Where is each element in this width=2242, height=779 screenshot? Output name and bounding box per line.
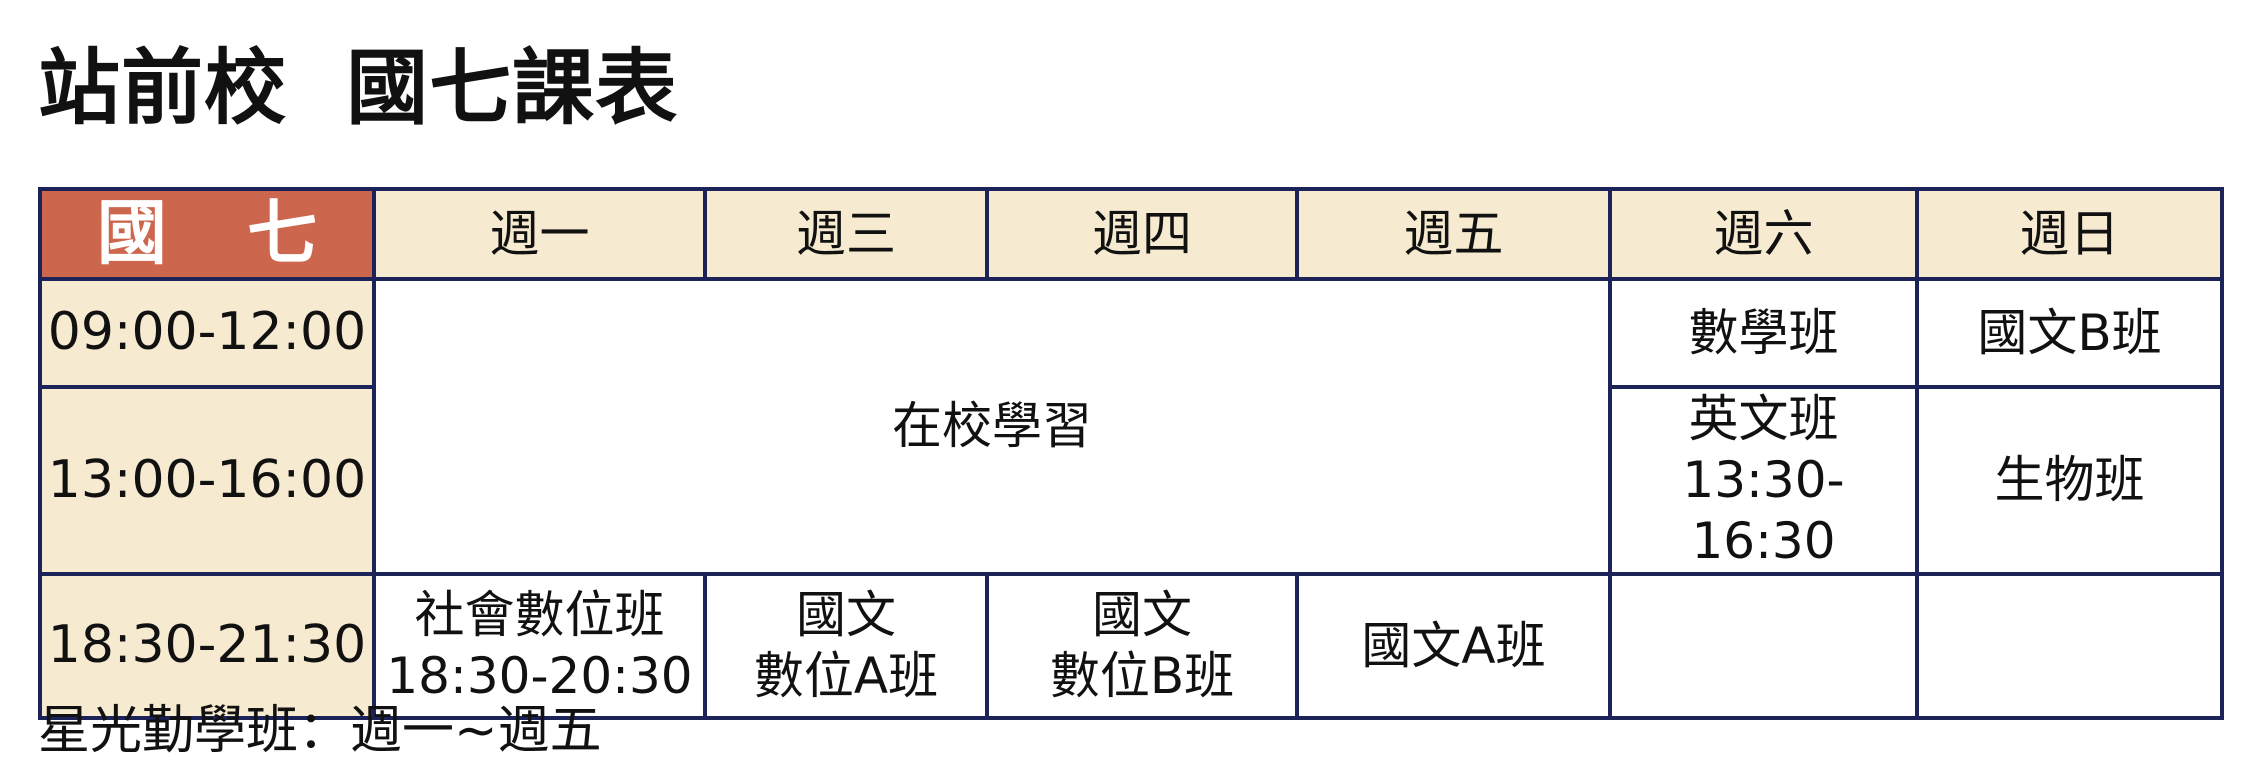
- day-header-thursday: 週四: [985, 187, 1299, 281]
- saturday-afternoon-class: 英文班 13:30-16:30: [1608, 385, 1919, 576]
- grade-label: 國 七: [38, 187, 376, 281]
- time-slot-morning: 09:00-12:00: [38, 277, 376, 389]
- header-row: 國 七 週一 週三 週四 週五 週六 週日: [38, 187, 2224, 281]
- evening-row: 18:30-21:30 社會數位班 18:30-20:30 國文 數位A班 國文…: [38, 572, 2224, 720]
- day-header-sunday: 週日: [1915, 187, 2224, 281]
- afternoon-row: 13:00-16:00 英文班 13:30-16:30 生物班: [38, 385, 2224, 576]
- saturday-afternoon-class-time: 13:30-16:30: [1682, 451, 1845, 570]
- wednesday-evening-class-name: 數位A班: [753, 647, 939, 705]
- day-header-friday: 週五: [1295, 187, 1612, 281]
- day-header-saturday: 週六: [1608, 187, 1919, 281]
- saturday-evening-empty-cell: [1608, 572, 1919, 720]
- friday-evening-class: 國文A班: [1295, 572, 1612, 720]
- wednesday-evening-class-subject: 國文: [796, 586, 896, 644]
- sunday-afternoon-class: 生物班: [1915, 385, 2224, 576]
- sunday-morning-class: 國文B班: [1915, 277, 2224, 389]
- day-header-wednesday: 週三: [703, 187, 989, 281]
- thursday-evening-class-subject: 國文: [1092, 586, 1192, 644]
- time-slot-evening: 18:30-21:30: [38, 572, 376, 720]
- monday-evening-class-name: 社會數位班: [414, 586, 665, 644]
- monday-evening-class-time: 18:30-20:30: [386, 647, 693, 705]
- thursday-evening-class-name: 數位B班: [1049, 647, 1235, 705]
- day-header-monday: 週一: [372, 187, 707, 281]
- saturday-afternoon-class-name: 英文班: [1688, 390, 1839, 448]
- thursday-evening-class: 國文 數位B班: [985, 572, 1299, 720]
- wednesday-evening-class: 國文 數位A班: [703, 572, 989, 720]
- sunday-evening-empty-cell: [1915, 572, 2224, 720]
- in-school-study-cell: 在校學習: [372, 277, 1612, 576]
- time-slot-afternoon: 13:00-16:00: [38, 385, 376, 576]
- saturday-morning-class: 數學班: [1608, 277, 1919, 389]
- morning-row: 09:00-12:00 在校學習 數學班 國文B班: [38, 277, 2224, 576]
- footnote: 星光勤學班：週一~週五: [38, 701, 602, 761]
- schedule-table: 國 七 週一 週三 週四 週五 週六 週日 09:00-12:00 在校學習 數…: [38, 187, 2224, 720]
- page-title: 站前校 國七課表: [38, 41, 679, 136]
- monday-evening-class: 社會數位班 18:30-20:30: [372, 572, 707, 720]
